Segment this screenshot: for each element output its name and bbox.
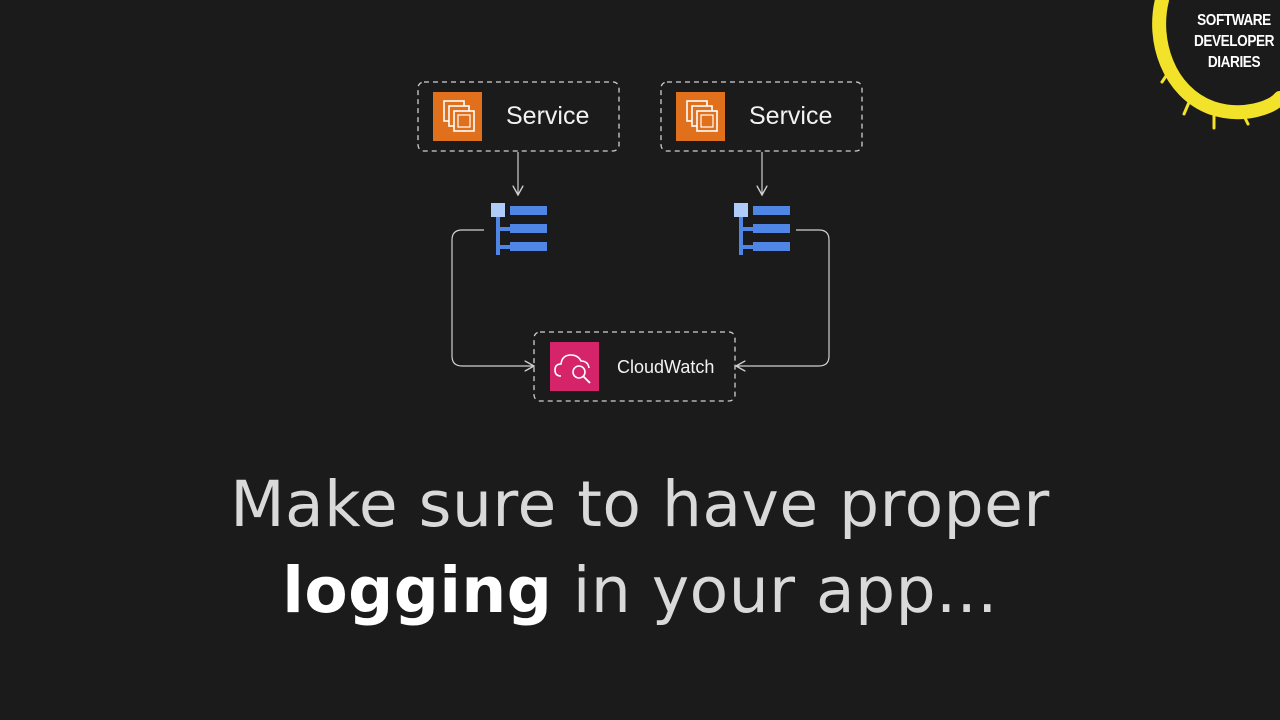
- cloudwatch-label: CloudWatch: [617, 357, 714, 377]
- caption-line-1: Make sure to have proper: [230, 468, 1050, 541]
- service-node-2: Service: [660, 81, 863, 152]
- log-to-cloudwatch-arrow-1: [451, 229, 534, 366]
- log-list-icon: [734, 203, 790, 255]
- caption-line-2: logging in your app...: [0, 548, 1280, 634]
- caption-line-2-rest: in your app...: [552, 554, 998, 627]
- cloudwatch-icon: [550, 342, 599, 391]
- ec2-instance-icon: [433, 92, 482, 141]
- log-list-icon: [491, 203, 547, 255]
- brand-ring: [1152, 0, 1280, 120]
- log-to-cloudwatch-arrow-2: [736, 229, 830, 366]
- brand-line-1: SOFTWARE: [1197, 12, 1271, 29]
- service-label-2: Service: [749, 102, 832, 130]
- brand-logo: [1152, 0, 1280, 130]
- ec2-instance-icon: [676, 92, 725, 141]
- service-node-1: Service: [417, 81, 620, 152]
- brand-line-3: DIARIES: [1207, 54, 1261, 71]
- caption-emphasis: logging: [282, 554, 553, 627]
- caption: Make sure to have proper logging in your…: [0, 462, 1280, 634]
- cloudwatch-node: CloudWatch: [533, 331, 736, 402]
- brand-text: SOFTWARE DEVELOPER DIARIES: [1193, 10, 1275, 73]
- brand-line-2: DEVELOPER: [1193, 33, 1275, 50]
- service-label-1: Service: [506, 102, 589, 130]
